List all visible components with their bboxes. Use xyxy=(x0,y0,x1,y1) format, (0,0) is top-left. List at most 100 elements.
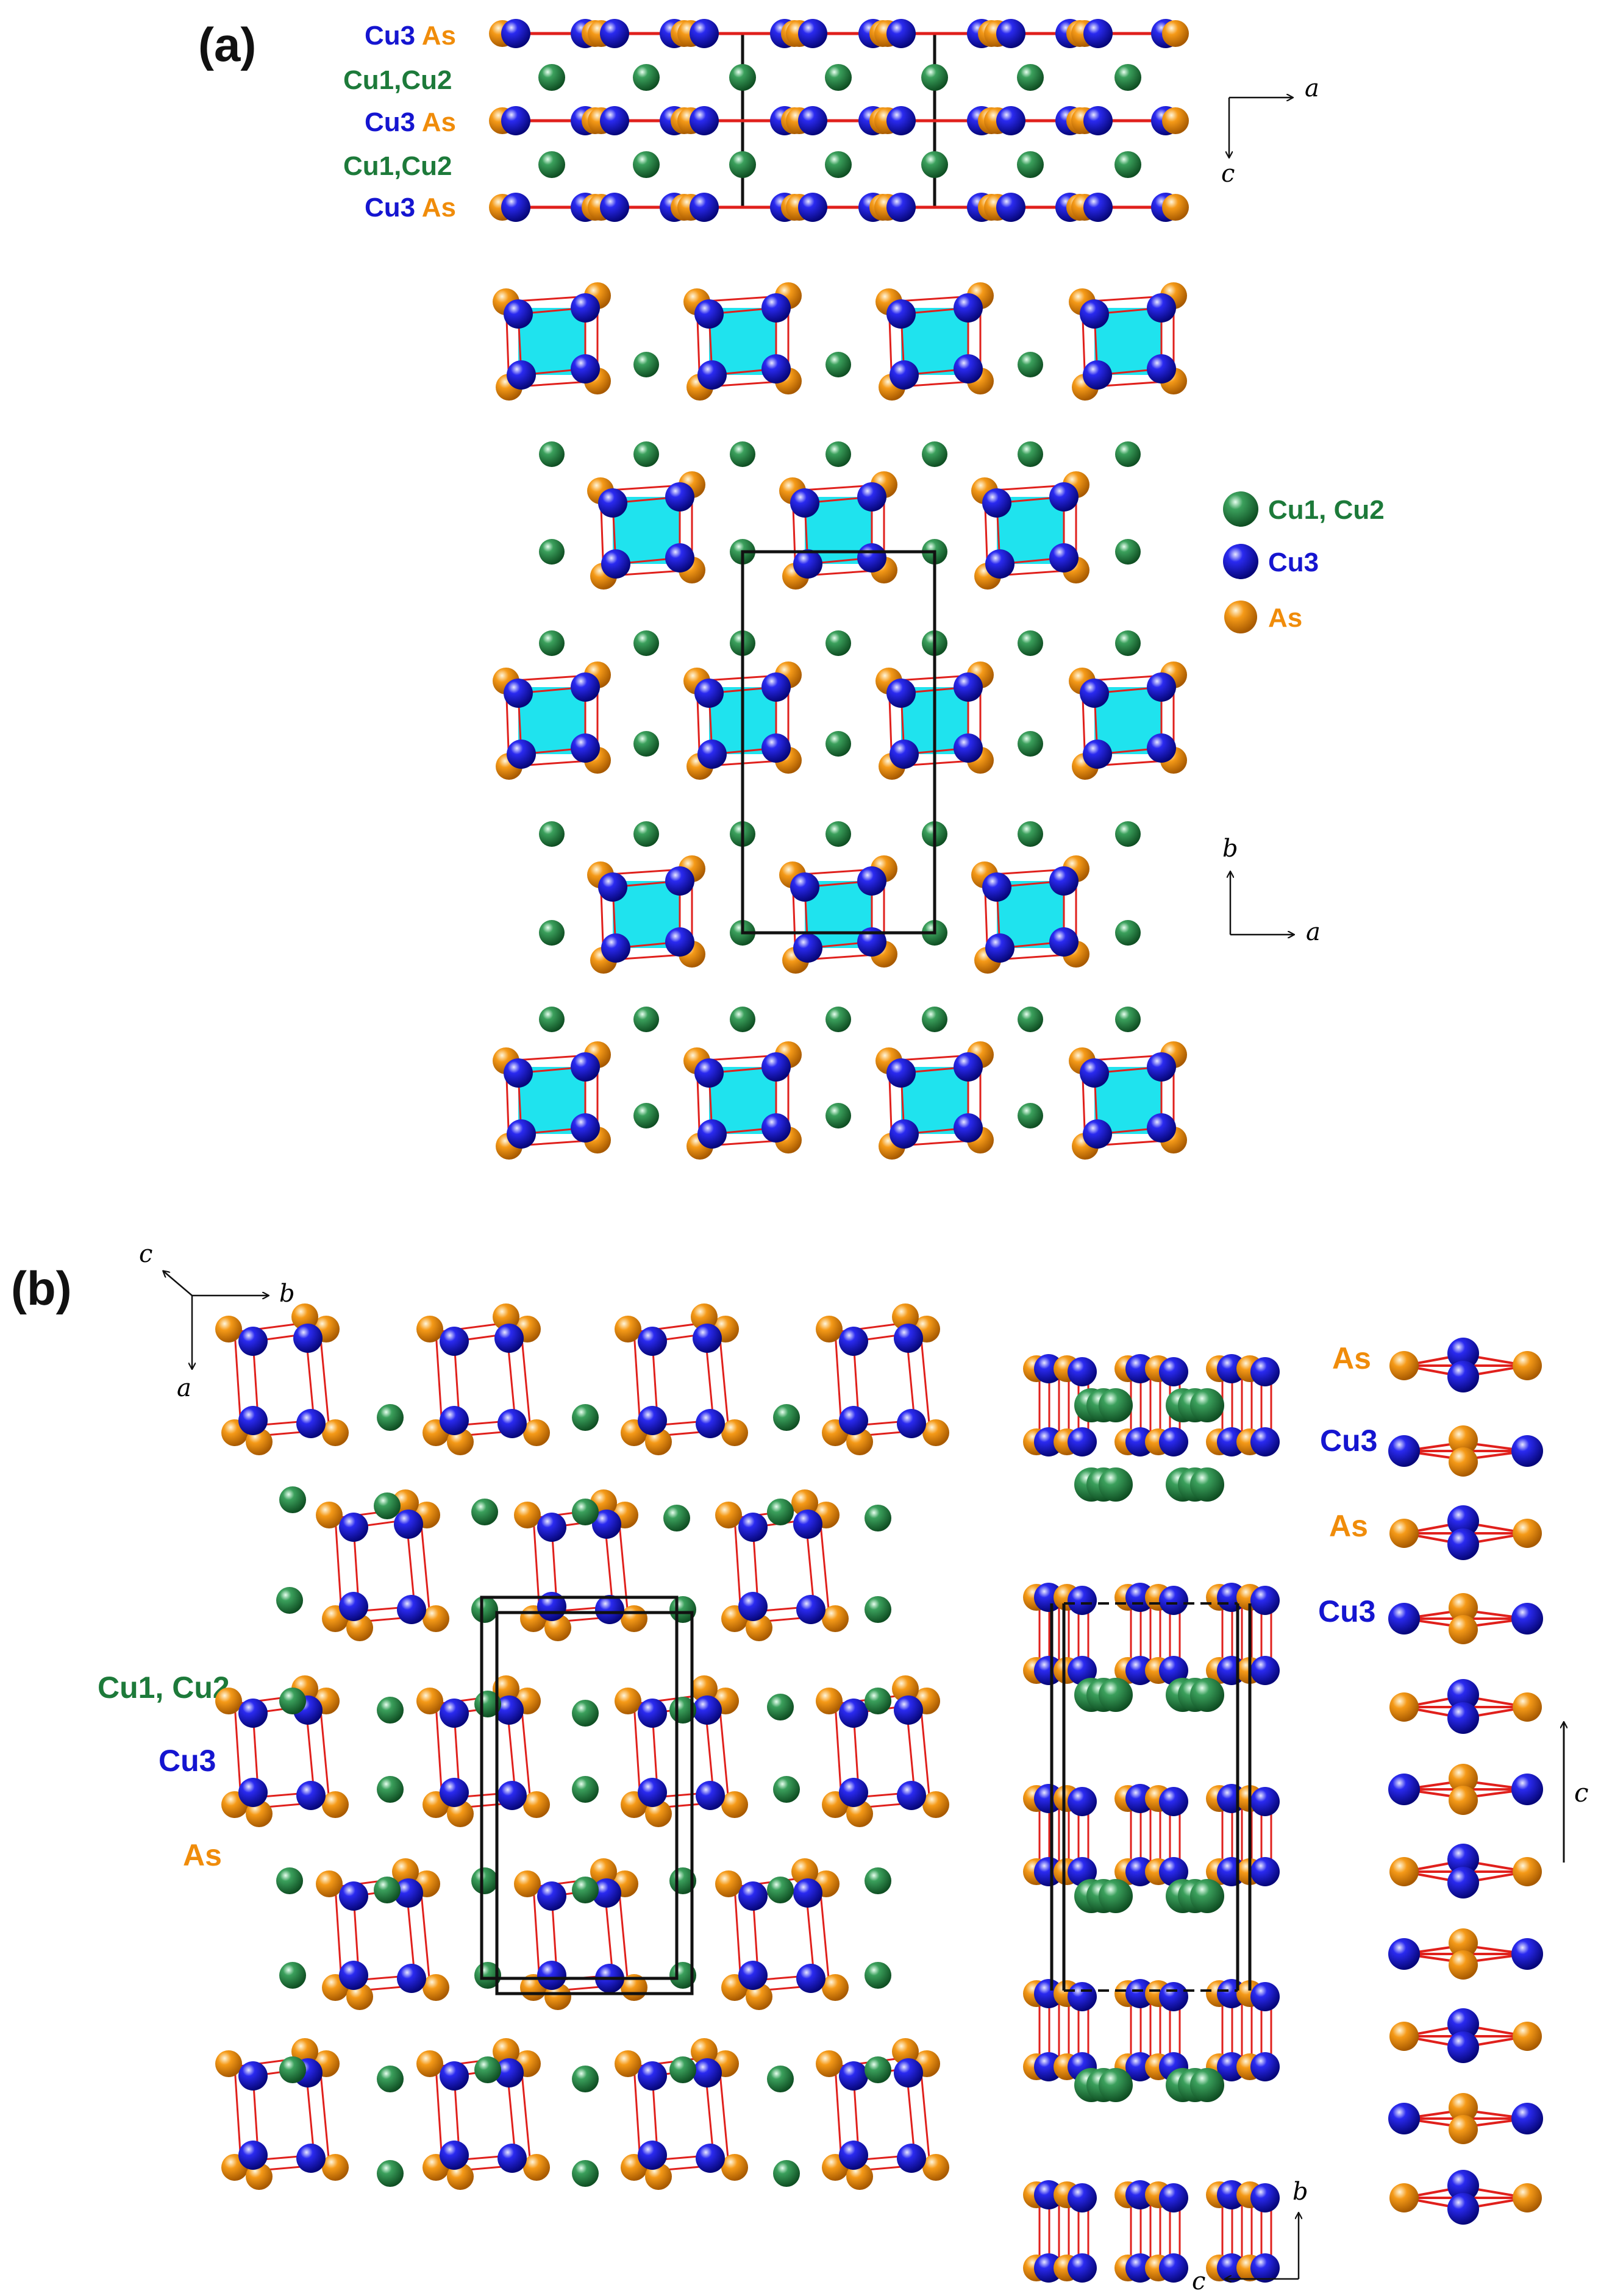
cu12-atom xyxy=(474,2056,501,2083)
cu3-atom xyxy=(798,19,827,48)
as-atom xyxy=(590,1858,617,1885)
as-atom xyxy=(1389,2183,1419,2212)
cu12-atom xyxy=(377,1697,404,1724)
as-atom xyxy=(791,1858,818,1885)
as-atom xyxy=(514,1870,541,1897)
cu3-atom xyxy=(796,1964,825,1993)
cu3-atom xyxy=(238,1327,268,1356)
as-atom xyxy=(423,1974,449,2001)
cu12-atom xyxy=(1115,821,1141,847)
cu12-atom xyxy=(1115,920,1141,946)
cu3-atom xyxy=(890,740,919,769)
cu3-atom xyxy=(839,2141,868,2170)
cu3-atom xyxy=(796,1595,825,1624)
as-atom xyxy=(215,1688,242,1714)
cu3-atom xyxy=(1159,1982,1188,2011)
cu12-atom xyxy=(1099,1678,1133,1712)
axis-c-arrow-label: c xyxy=(1574,1778,1589,1808)
cu3-atom xyxy=(1250,2183,1280,2212)
cu12-atom xyxy=(1018,441,1043,467)
cu3-atom xyxy=(839,2061,868,2091)
bond xyxy=(819,1517,830,1616)
cu3-atom xyxy=(537,1513,566,1542)
cu3-atom xyxy=(693,2058,722,2087)
cu3-atom xyxy=(1083,1119,1112,1149)
cu12-atom xyxy=(825,352,851,377)
cu12-atom xyxy=(539,539,565,565)
cu3-atom xyxy=(394,1510,423,1539)
cu3-atom xyxy=(696,2144,725,2173)
cu12-atom xyxy=(825,1103,851,1128)
cu12-atom xyxy=(825,630,851,656)
cu3-atom xyxy=(839,1406,868,1435)
cu12-atom xyxy=(825,821,851,847)
column-view-bc xyxy=(1023,1354,1280,2283)
cu3-atom xyxy=(954,1113,983,1143)
bond xyxy=(633,2066,641,2162)
bond xyxy=(435,2066,443,2162)
axis-a2-label: a xyxy=(1306,918,1321,946)
cu3-atom xyxy=(497,1409,527,1438)
as-atom xyxy=(392,1858,419,1885)
cu3-atom xyxy=(600,106,629,135)
cu3-atom xyxy=(1068,2253,1097,2283)
bond xyxy=(520,2066,532,2165)
cu12-atom xyxy=(773,1776,800,1803)
bond xyxy=(718,1703,730,1802)
panel-a: (a) Cu3 As Cu1,Cu2 Cu3 As Cu1,Cu2 Cu3 As… xyxy=(198,18,1385,1160)
cu12-atom xyxy=(865,2056,891,2083)
cu12-atom xyxy=(633,1007,659,1032)
cu3-atom xyxy=(738,1881,768,1911)
as-atom xyxy=(645,2163,672,2190)
cu3-atom xyxy=(793,1510,822,1539)
axis-c-label: c xyxy=(1221,160,1235,188)
cu3-atom xyxy=(1250,1787,1280,1816)
cu12-atom xyxy=(374,1877,401,1903)
axes-ac: a c xyxy=(1221,74,1319,188)
as-atom xyxy=(816,2050,843,2077)
cu3-atom xyxy=(440,1699,469,1728)
cu3-atom xyxy=(1147,733,1176,763)
cu3-atom xyxy=(1447,1361,1479,1392)
cu3-atom xyxy=(793,933,822,963)
cu12-atom xyxy=(377,1776,404,1803)
bond xyxy=(319,1332,330,1430)
cu3-atom xyxy=(894,1695,923,1725)
cu3-atom xyxy=(798,193,827,222)
cu3-atom xyxy=(1447,2193,1479,2225)
cu12-atom xyxy=(572,1700,599,1727)
cu3-atom xyxy=(1068,1357,1097,1386)
bond xyxy=(520,1332,532,1430)
cu3-atom xyxy=(1083,740,1112,769)
cu12-atom xyxy=(825,441,851,467)
bond xyxy=(319,2066,330,2165)
cu3-atom xyxy=(690,106,719,135)
as-atom xyxy=(316,1502,343,1528)
cu12-atom xyxy=(633,1103,659,1128)
as-atom xyxy=(1449,1950,1478,1980)
bond xyxy=(919,1332,931,1430)
cu3-atom xyxy=(238,2141,268,2170)
bond xyxy=(520,1703,532,1802)
cu12-atom xyxy=(1018,731,1043,757)
axis-a-label: a xyxy=(1305,74,1319,102)
legend-cu12-marker xyxy=(1223,491,1258,527)
cu3-atom xyxy=(1447,2031,1479,2063)
cu3-atom xyxy=(1447,1528,1479,1560)
bond xyxy=(234,2066,242,2162)
cu12-atom xyxy=(633,441,659,467)
cu12-atom xyxy=(279,1688,306,1714)
cu12-atom xyxy=(1190,2068,1224,2102)
layer-label-0: Cu3 As xyxy=(365,21,456,51)
cu12-atom xyxy=(377,2160,404,2187)
as-atom xyxy=(523,2154,550,2181)
cu3-atom xyxy=(897,1781,926,1810)
as-atom xyxy=(447,1800,474,1827)
as-atom xyxy=(1513,1351,1542,1380)
cu3-atom xyxy=(638,2141,667,2170)
cu12-atom xyxy=(1018,630,1043,656)
as-atom xyxy=(645,1428,672,1455)
cu3-atom xyxy=(1447,2008,1479,2040)
cu12-atom xyxy=(572,2160,599,2187)
bond xyxy=(419,1517,431,1616)
